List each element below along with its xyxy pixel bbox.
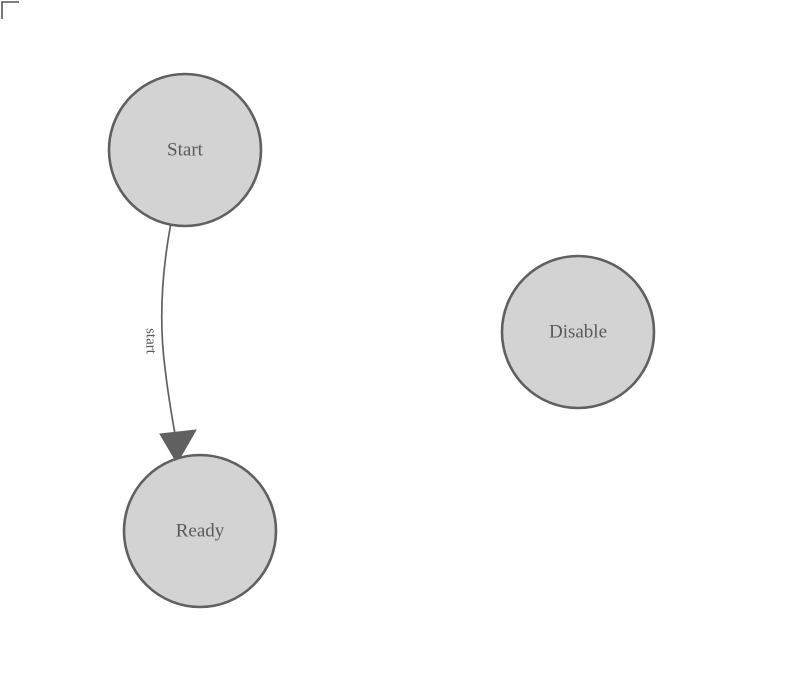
crop-corner-mark [1, 1, 19, 19]
arrowhead-icon [159, 429, 197, 464]
edge-start-to-ready[interactable]: start [143, 225, 197, 464]
node-start-label: Start [167, 139, 204, 160]
node-ready-label: Ready [176, 520, 225, 541]
node-ready-circle[interactable] [122, 453, 278, 609]
edge-label-start: start [143, 328, 159, 355]
node-disable-circle[interactable] [500, 254, 656, 410]
node-start[interactable]: Start [107, 72, 263, 228]
node-disable-label: Disable [549, 321, 607, 342]
edge-path [160, 225, 179, 449]
node-ready[interactable]: Ready [122, 453, 278, 609]
node-start-circle[interactable] [107, 72, 263, 228]
node-disable[interactable]: Disable [500, 254, 656, 410]
